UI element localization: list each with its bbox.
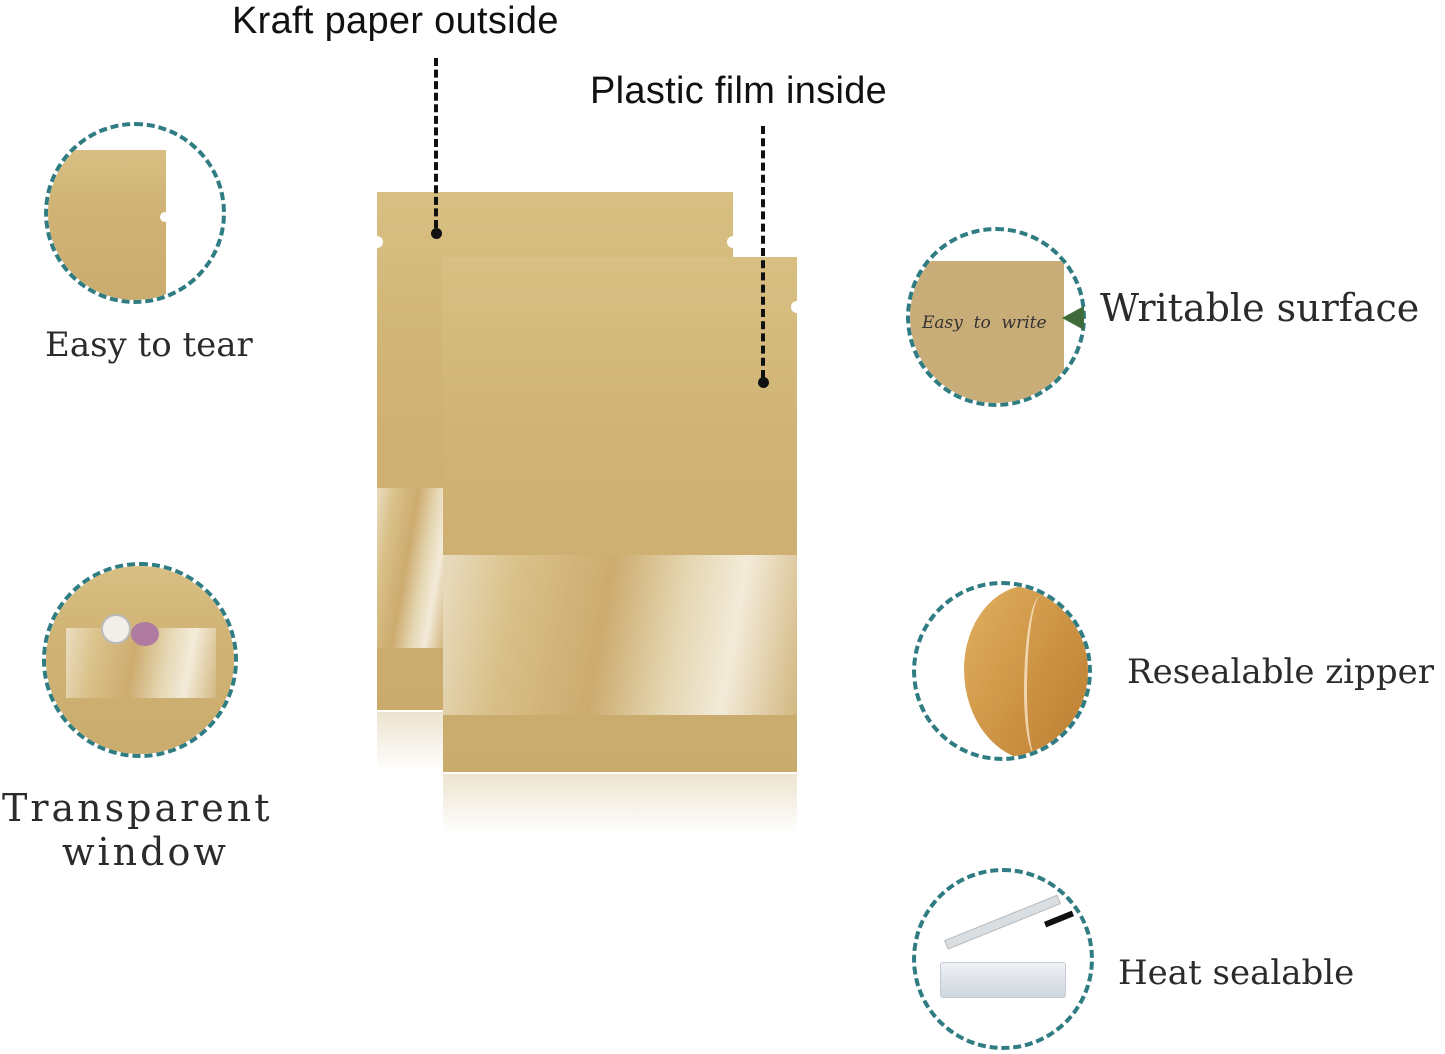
transparent-label-line2: window bbox=[62, 830, 229, 874]
handwriting-sample: Easy to write bbox=[922, 313, 1047, 333]
heat-sealable-icon bbox=[912, 868, 1094, 1050]
writable-surface-icon: Easy to write bbox=[906, 227, 1086, 407]
easy-to-tear-icon bbox=[44, 122, 226, 304]
sealer-handle bbox=[1043, 910, 1075, 928]
plastic-film-inside-label: Plastic film inside bbox=[590, 70, 888, 112]
front-kraft-bag bbox=[443, 257, 803, 772]
resealable-zipper-icon bbox=[912, 581, 1092, 761]
candy-pink bbox=[131, 622, 159, 646]
tear-notch-right bbox=[727, 236, 739, 248]
tear-notch bbox=[160, 212, 170, 222]
sealer-base bbox=[940, 962, 1066, 998]
plastic-leader-line bbox=[761, 126, 765, 378]
torn-kraft-edge bbox=[48, 150, 166, 300]
easy-to-tear-label: Easy to tear bbox=[45, 325, 253, 365]
pen-tip-icon bbox=[1062, 306, 1084, 330]
heat-sealable-label: Heat sealable bbox=[1118, 953, 1355, 993]
writable-surface-label: Writable surface bbox=[1100, 286, 1420, 330]
resealable-zipper-label: Resealable zipper bbox=[1127, 652, 1434, 692]
front-bag-reflection bbox=[443, 774, 797, 834]
transparent-window-icon bbox=[42, 562, 238, 758]
transparent-label-line1: Transparent bbox=[2, 786, 273, 830]
back-bag-reflection bbox=[377, 712, 443, 772]
kraft-leader-dot bbox=[431, 228, 442, 239]
writable-kraft bbox=[910, 261, 1064, 403]
tear-notch-left bbox=[371, 236, 383, 248]
back-bag-window bbox=[377, 488, 443, 648]
front-bag-window bbox=[443, 555, 797, 715]
candy-white bbox=[101, 614, 131, 644]
plastic-leader-dot bbox=[758, 377, 769, 388]
tear-notch-right-front bbox=[791, 301, 803, 313]
kraft-paper-outside-label: Kraft paper outside bbox=[232, 0, 559, 42]
kraft-leader-line bbox=[434, 58, 438, 228]
zipper-track bbox=[1024, 595, 1053, 755]
